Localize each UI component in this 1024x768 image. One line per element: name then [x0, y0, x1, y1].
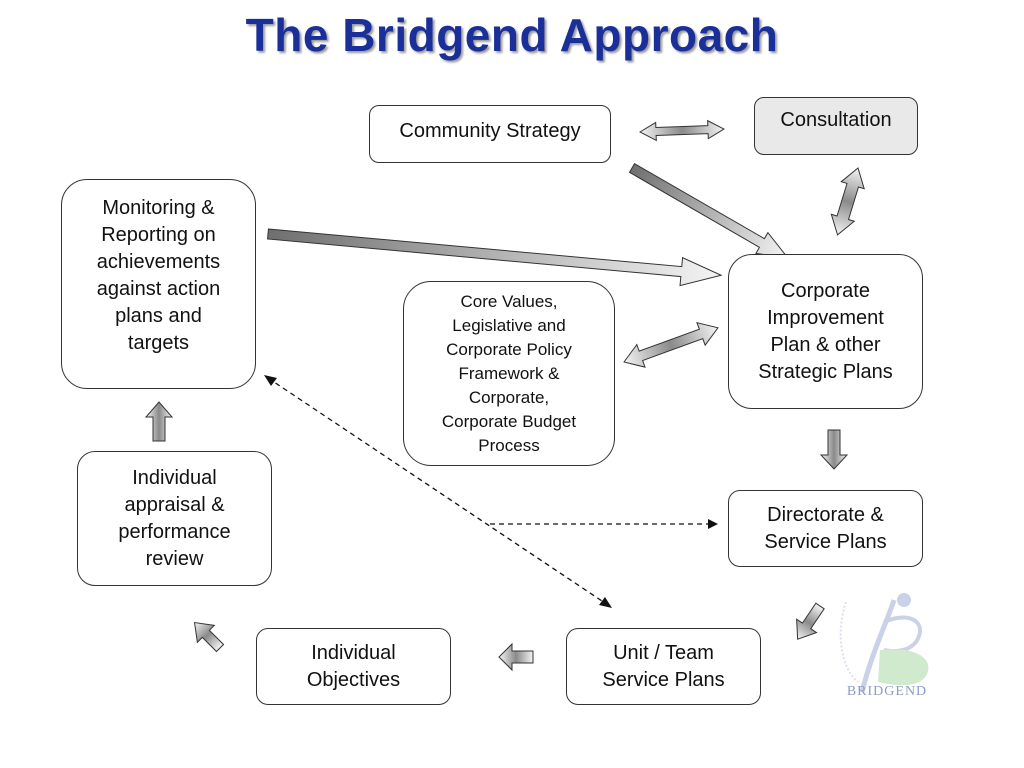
arrow-strategy-consultation [638, 119, 725, 142]
logo-wordmark: BRIDGEND [846, 684, 928, 699]
arrow-core-corporate [623, 321, 719, 368]
individual-appraisal-box: Individual appraisal & performance revie… [77, 451, 272, 586]
monitoring-line: Reporting on [101, 224, 216, 246]
directorate-line: Service Plans [764, 530, 887, 553]
core-values-line: Framework & [458, 363, 560, 383]
core-values-line: Corporate Policy [446, 339, 572, 359]
appraisal-line: performance [118, 520, 231, 543]
core-values-line: Legislative and [452, 315, 566, 335]
directorate-box: Directorate & Service Plans [728, 490, 923, 567]
objectives-line: Objectives [306, 668, 401, 691]
corporate-line: Strategic Plans [758, 360, 893, 383]
dashed-arrow-to-directorate [490, 519, 718, 529]
monitoring-line: achievements [96, 251, 221, 273]
arrow-consultation-corporate [830, 167, 865, 236]
corporate-line: Plan & other [770, 333, 881, 356]
core-values-line: Corporate, [468, 387, 550, 407]
arrow-appraisal-monitoring [144, 401, 174, 442]
monitoring-line: against action [96, 278, 221, 300]
corporate-line: Corporate [781, 279, 870, 302]
monitoring-line: plans and [115, 305, 202, 327]
arrow-objectives-appraisal [193, 621, 225, 653]
appraisal-line: Individual [132, 466, 217, 489]
monitoring-box: Monitoring & Reporting on achievements a… [61, 179, 256, 389]
individual-objectives-box: Individual Objectives [256, 628, 451, 705]
monitoring-line: targets [127, 332, 190, 354]
arrow-monitoring-corporate [267, 228, 723, 287]
page-title: The Bridgend Approach [245, 9, 779, 61]
monitoring-line: Monitoring & [102, 197, 215, 219]
objectives-line: Individual [311, 641, 396, 664]
appraisal-line: review [145, 547, 204, 570]
appraisal-line: appraisal & [124, 493, 225, 516]
core-values-line: Process [478, 435, 540, 455]
unit-team-line: Service Plans [602, 668, 725, 691]
bridgend-logo [839, 593, 929, 693]
community-strategy-label: Community Strategy [399, 120, 581, 142]
core-values-line: Core Values, [460, 291, 558, 311]
arrow-directorate-unit [796, 602, 825, 640]
unit-team-box: Unit / Team Service Plans [566, 628, 761, 705]
directorate-line: Directorate & [767, 503, 884, 526]
consultation-label: Consultation [780, 109, 892, 131]
consultation-box: Consultation [754, 97, 918, 155]
community-strategy-box: Community Strategy [369, 105, 611, 163]
arrow-unit-objectives [498, 642, 534, 672]
dashed-arrow-monitoring-unit [264, 375, 612, 608]
core-values-box: Core Values, Legislative and Corporate P… [403, 281, 615, 466]
corporate-line: Improvement [767, 306, 884, 329]
arrow-corporate-directorate [819, 429, 849, 470]
unit-team-line: Unit / Team [613, 641, 714, 664]
corporate-improvement-box: Corporate Improvement Plan & other Strat… [728, 254, 923, 409]
arrow-strategy-corporate [628, 162, 790, 259]
core-values-line: Corporate Budget [441, 411, 577, 431]
